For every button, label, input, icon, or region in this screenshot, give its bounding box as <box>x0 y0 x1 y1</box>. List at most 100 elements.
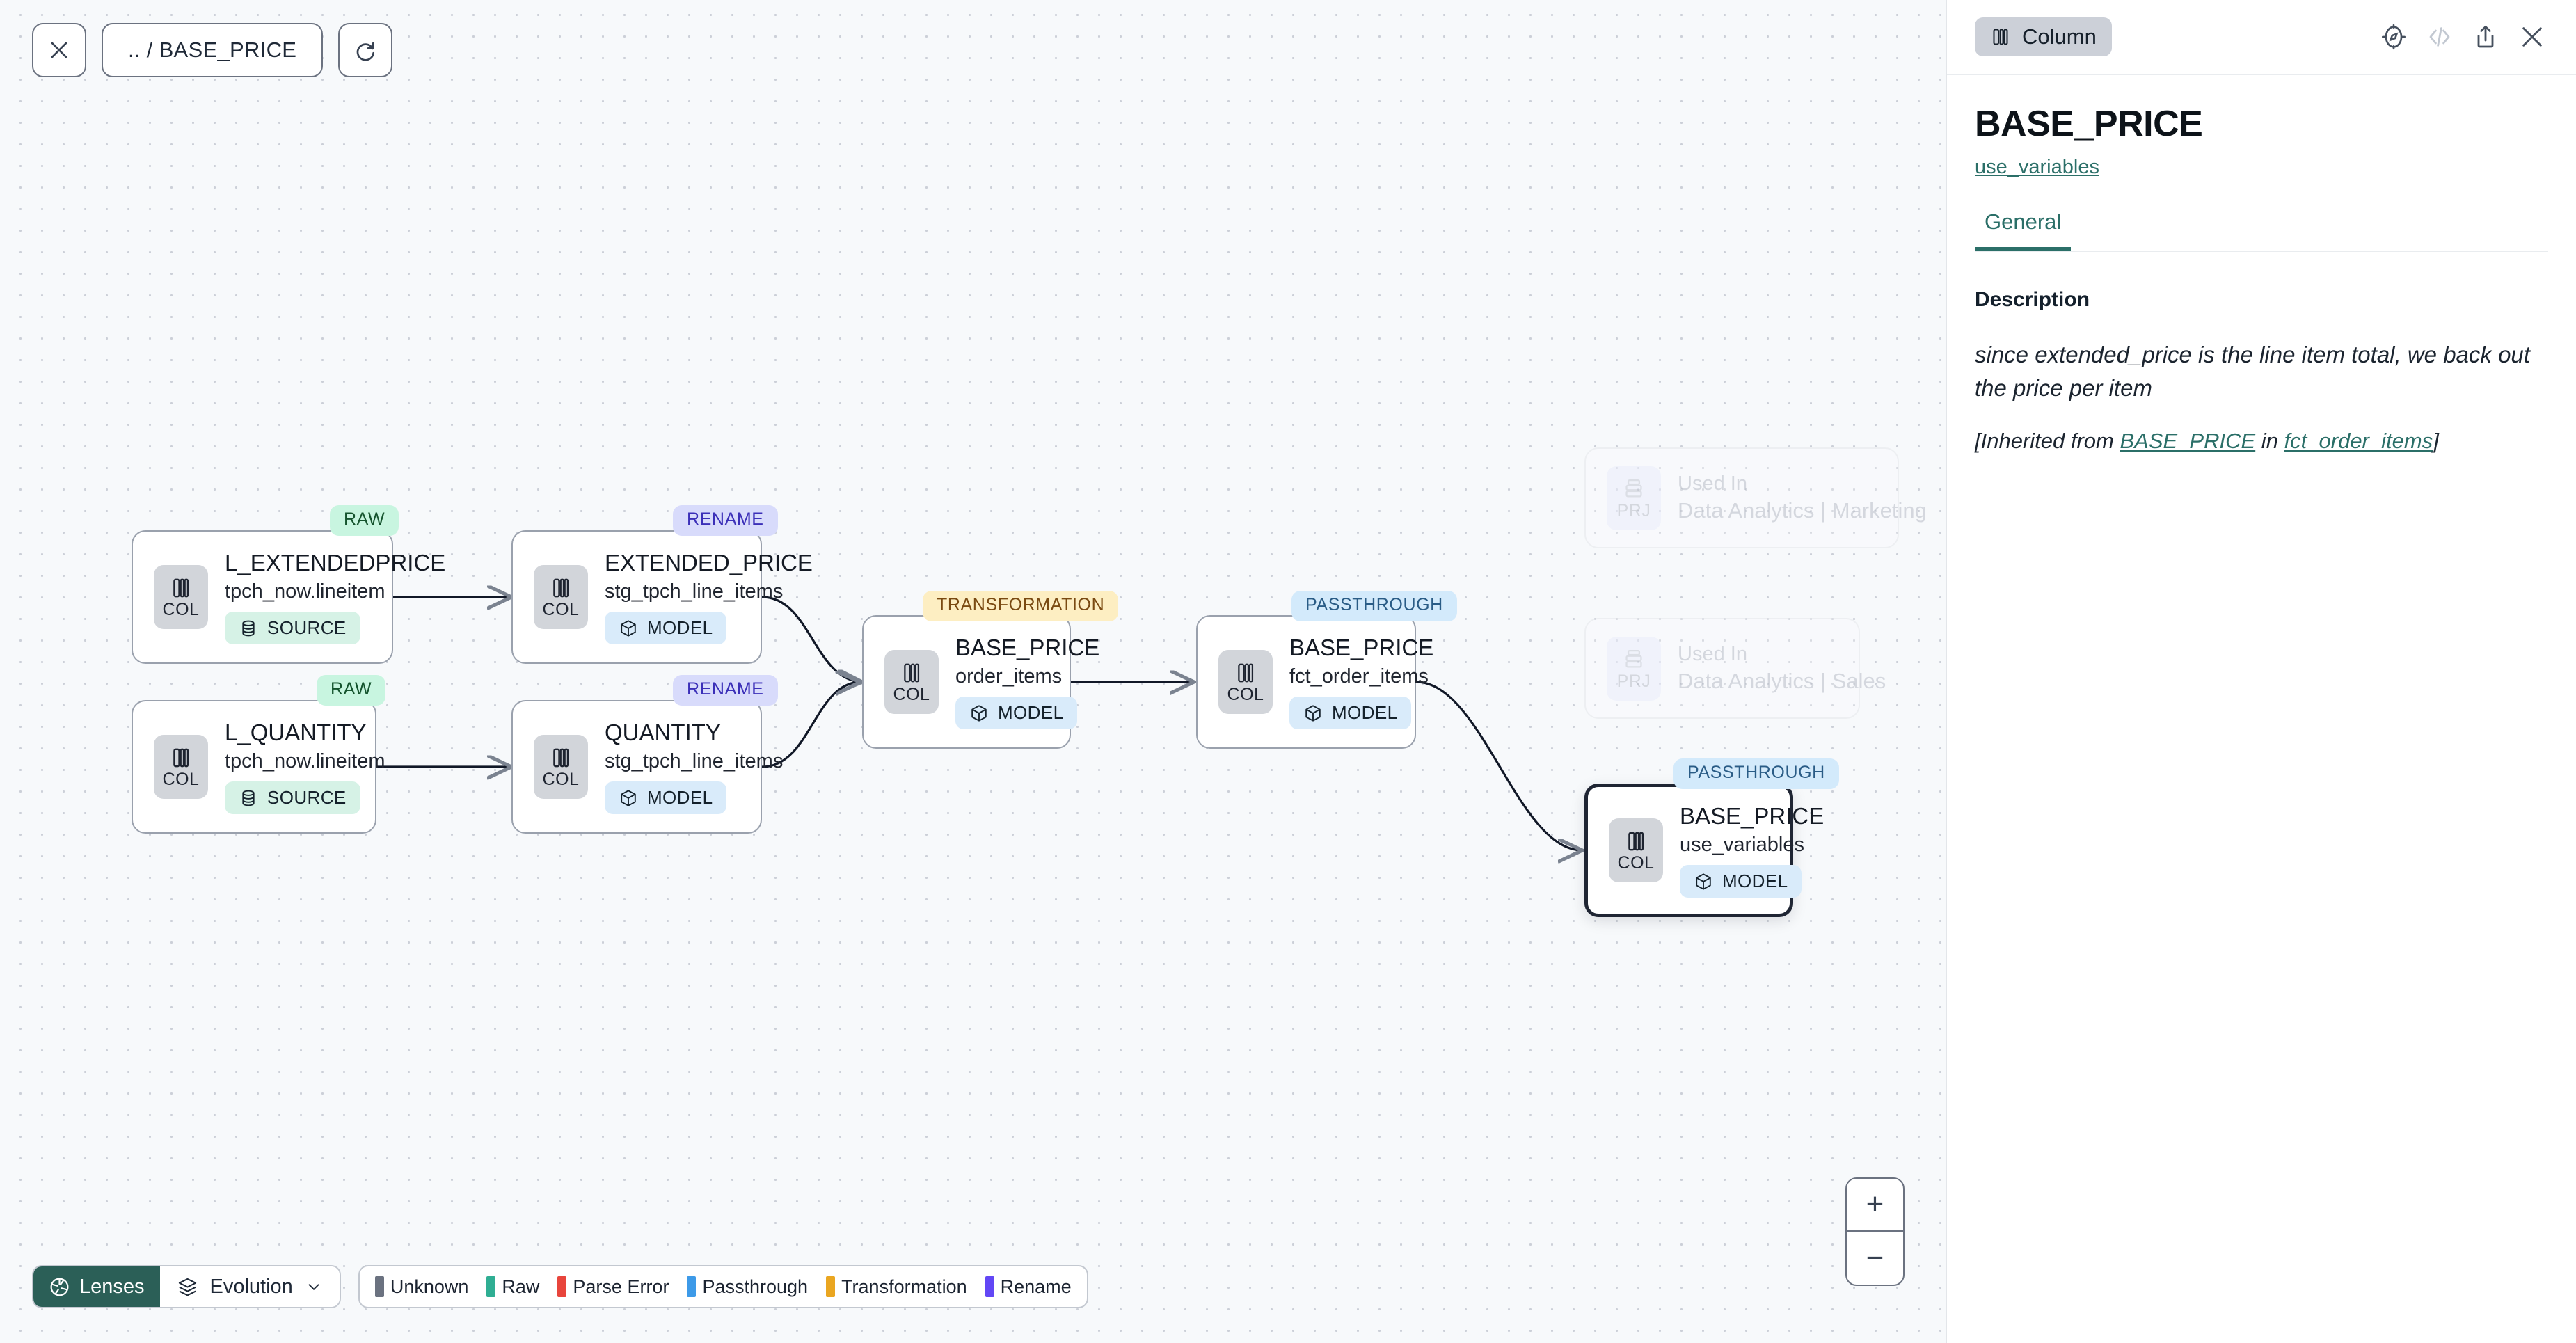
legend-swatch <box>557 1276 567 1297</box>
details-panel-body: BASE_PRICE use_variables General Descrip… <box>1947 75 2576 454</box>
legend-item[interactable]: Parse Error <box>557 1276 669 1298</box>
lineage-edge <box>1415 681 1582 850</box>
used-in-label: Used In <box>1678 472 1747 495</box>
page-title: BASE_PRICE <box>1975 104 2203 144</box>
cube-icon <box>1303 704 1323 723</box>
node-kind-badge-trans: TRANSFORMATION <box>923 591 1119 621</box>
project-icon <box>1622 477 1646 500</box>
node-subtitle: stg_tpch_line_items <box>605 749 784 772</box>
legend-item[interactable]: Unknown <box>374 1276 468 1298</box>
column-type-label: COL <box>1617 852 1655 873</box>
node-asset-chip: SOURCE <box>225 781 360 815</box>
column-type-badge: COL <box>884 650 939 714</box>
column-type-badge: COL <box>1218 650 1273 714</box>
zoom-out-button[interactable]: − <box>1866 1241 1884 1275</box>
node-kind-badge-pass: PASSTHROUGH <box>1673 758 1839 789</box>
cube-icon <box>619 788 638 808</box>
inherited-suffix: ] <box>2433 428 2439 453</box>
legend-item[interactable]: Rename <box>985 1276 1072 1298</box>
node-subtitle: stg_tpch_line_items <box>605 580 784 603</box>
node-asset-label: SOURCE <box>267 787 347 809</box>
node-subtitle: tpch_now.lineitem <box>225 749 385 772</box>
column-icon <box>900 661 923 685</box>
node-asset-chip: MODEL <box>1289 697 1412 730</box>
description-heading: Description <box>1975 288 2090 311</box>
legend-label: Raw <box>502 1276 540 1297</box>
used-in-marketing[interactable]: PRJ Used In Data Analytics | Marketing <box>1584 447 1927 548</box>
compass-icon[interactable] <box>2380 23 2408 51</box>
database-icon <box>239 619 258 638</box>
code-icon[interactable] <box>2426 23 2454 51</box>
legend-label: Parse Error <box>573 1276 669 1297</box>
share-icon[interactable] <box>2472 23 2499 51</box>
tab-general[interactable]: General <box>1975 209 2072 251</box>
inherited-model-link[interactable]: fct_order_items <box>2284 428 2433 453</box>
used-in-label: Used In <box>1678 642 1747 665</box>
details-panel: Column <box>1946 0 2576 1343</box>
model-link[interactable]: use_variables <box>1975 156 2099 178</box>
column-icon <box>1624 829 1648 853</box>
inherited-column-link[interactable]: BASE_PRICE <box>2120 428 2256 453</box>
column-icon <box>169 746 193 770</box>
column-icon <box>549 576 573 600</box>
panel-header-actions <box>2380 22 2547 51</box>
node-kind-badge-raw: RAW <box>330 505 399 536</box>
evolution-dropdown[interactable]: Evolution <box>159 1266 340 1307</box>
legend-swatch <box>985 1276 994 1297</box>
refresh-button[interactable] <box>338 23 393 77</box>
close-icon <box>47 38 71 62</box>
legend-item[interactable]: Raw <box>486 1276 539 1298</box>
zoom-in-button[interactable]: + <box>1847 1179 1903 1232</box>
lenses-label: Lenses <box>79 1275 145 1298</box>
lenses-button[interactable]: Lenses <box>33 1266 160 1307</box>
legend-label: Transformation <box>841 1276 967 1297</box>
cube-icon <box>1694 872 1713 891</box>
legend-label: Passthrough <box>702 1276 809 1297</box>
entity-type-label: Column <box>2022 24 2097 49</box>
canvas-toolbar: .. / BASE_PRICE <box>32 23 393 77</box>
node-title: EXTENDED_PRICE <box>605 549 813 575</box>
legend-swatch <box>486 1276 496 1297</box>
legend-item[interactable]: Passthrough <box>687 1276 808 1298</box>
lenses-group: Lenses Evolution <box>32 1265 341 1308</box>
project-type-badge: PRJ <box>1607 466 1661 530</box>
node-subtitle: tpch_now.lineitem <box>225 580 385 603</box>
bottom-toolbar: Lenses Evolution Unknown Raw Parse Error Pa… <box>32 1265 1088 1308</box>
inherited-middle: in <box>2255 428 2284 453</box>
breadcrumb-button[interactable]: .. / BASE_PRICE <box>102 23 324 77</box>
node-title: BASE_PRICE <box>1680 802 1824 829</box>
close-button[interactable] <box>32 23 86 77</box>
used-in-value: Data Analytics | Marketing <box>1678 498 1927 523</box>
node-asset-chip: SOURCE <box>225 612 360 645</box>
node-title: BASE_PRICE <box>1289 634 1434 660</box>
node-asset-label: MODEL <box>647 617 713 639</box>
node-subtitle: fct_order_items <box>1289 665 1429 688</box>
aperture-icon <box>49 1276 70 1298</box>
column-type-badge: COL <box>154 735 208 799</box>
close-icon[interactable] <box>2518 22 2547 51</box>
legend-swatch <box>374 1276 384 1297</box>
column-type-label: COL <box>542 599 580 619</box>
project-icon <box>1622 647 1646 671</box>
column-type-badge: COL <box>1609 818 1663 882</box>
entity-type-badge: Column <box>1975 17 2112 56</box>
legend-item[interactable]: Transformation <box>826 1276 967 1298</box>
lineage-edge <box>761 596 862 682</box>
node-title: L_QUANTITY <box>225 719 367 745</box>
breadcrumb: .. / BASE_PRICE <box>128 38 297 62</box>
column-icon <box>1234 661 1257 685</box>
node-asset-label: MODEL <box>1332 702 1398 724</box>
node-asset-label: MODEL <box>647 787 713 809</box>
legend-label: Rename <box>1000 1276 1072 1297</box>
project-type-label: PRJ <box>1616 500 1651 520</box>
database-icon <box>239 788 258 808</box>
